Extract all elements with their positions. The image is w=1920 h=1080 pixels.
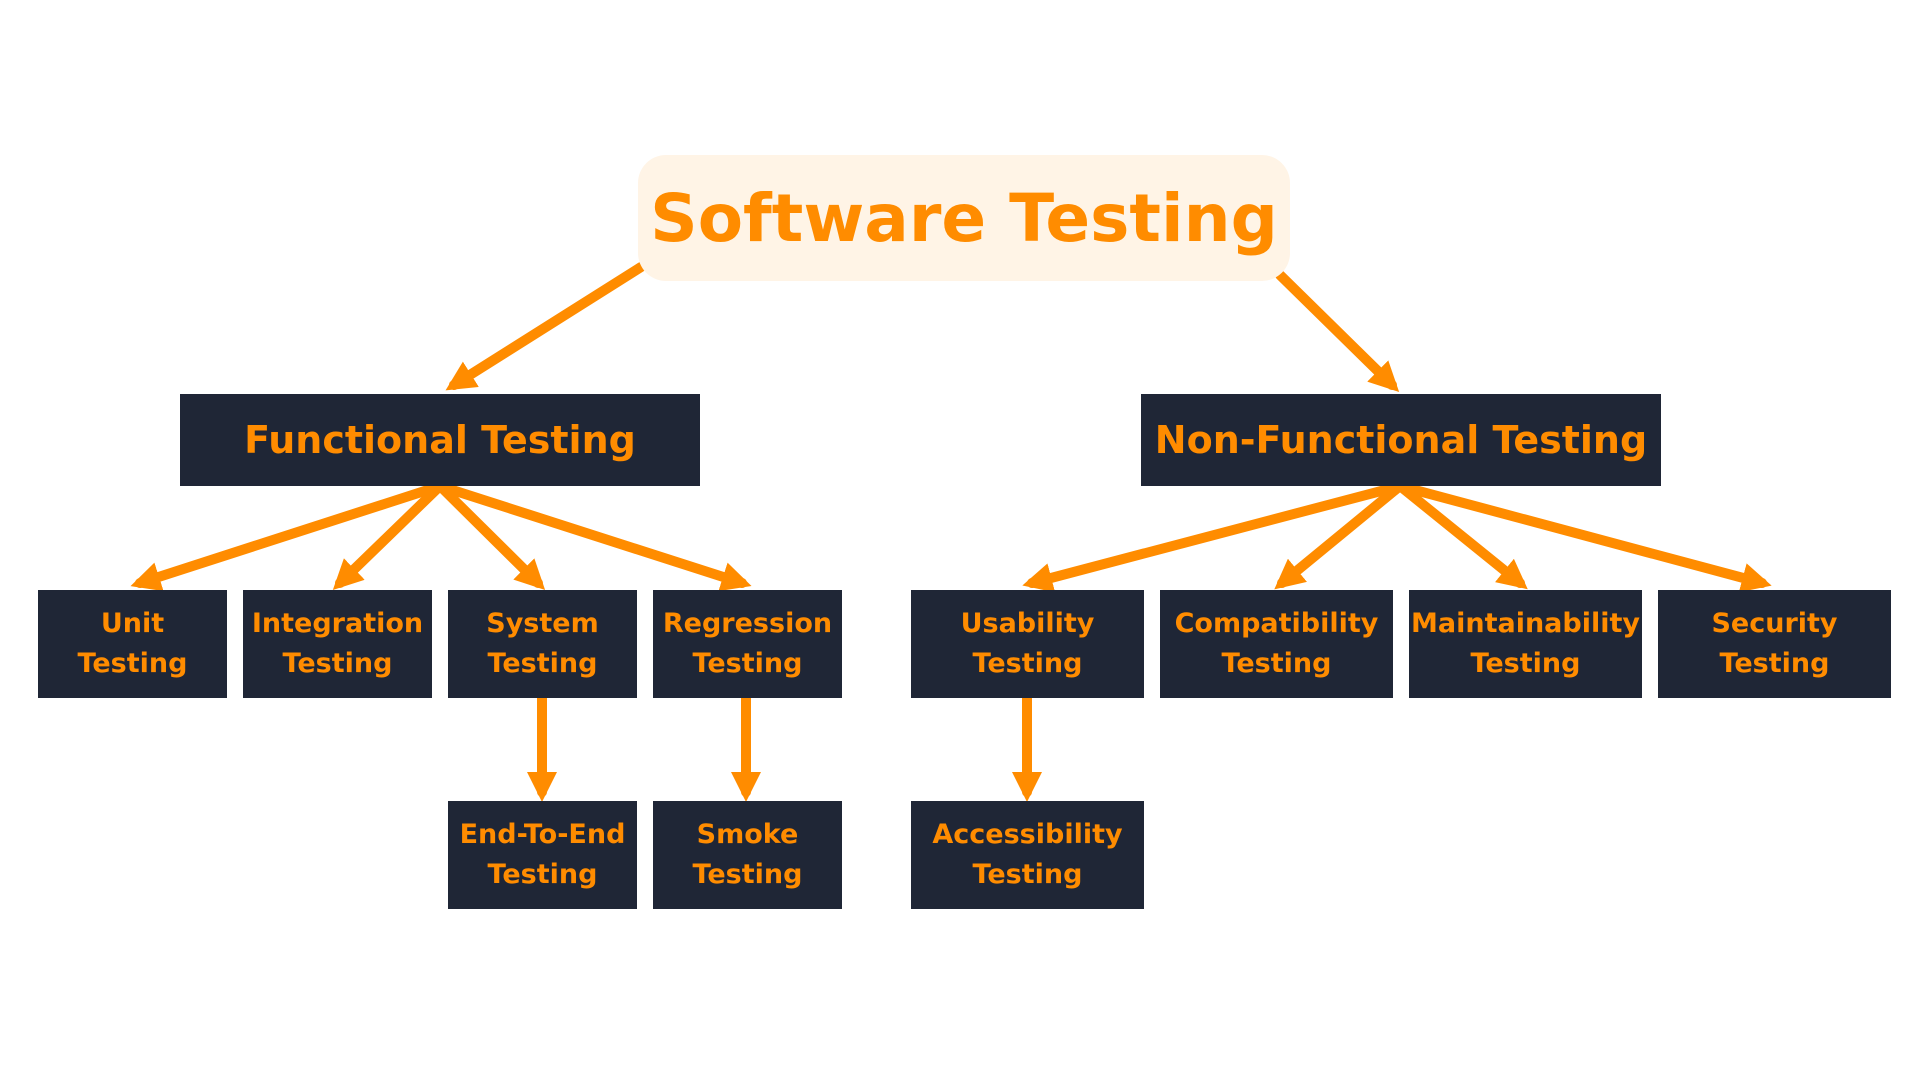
root-label: Software Testing xyxy=(650,179,1278,257)
node-accessibility-testing: Accessibility Testing xyxy=(911,801,1144,909)
arrow-functional-to-system xyxy=(435,481,546,591)
category-functional-testing: Functional Testing xyxy=(180,394,700,486)
category-label: Non-Functional Testing xyxy=(1154,418,1648,462)
arrow-root-to-non-functional xyxy=(1275,270,1400,393)
node-label-line1: Accessibility xyxy=(932,819,1123,851)
node-label-line1: Integration xyxy=(251,608,424,640)
node-maintainability-testing: Maintainability Testing xyxy=(1409,590,1642,698)
node-end-to-end-testing: End-To-End Testing xyxy=(448,801,637,909)
node-usability-testing: Usability Testing xyxy=(911,590,1144,698)
node-label-line1: End-To-End xyxy=(459,819,626,851)
node-security-testing: Security Testing xyxy=(1658,590,1891,698)
node-label-line2: Testing xyxy=(282,648,393,679)
arrow-root-to-functional xyxy=(445,262,646,391)
node-label-line1: System xyxy=(486,608,599,640)
node-system-testing: System Testing xyxy=(448,590,637,698)
node-smoke-testing: Smoke Testing xyxy=(653,801,842,909)
arrow-non-functional-to-maintainability xyxy=(1395,481,1528,590)
node-label-line2: Testing xyxy=(972,648,1083,679)
node-label-line2: Testing xyxy=(1221,648,1332,679)
node-label-line1: Regression xyxy=(662,608,833,640)
node-label-line1: Compatibility xyxy=(1174,608,1379,640)
node-unit-testing: Unit Testing xyxy=(38,590,227,698)
arrow-functional-to-unit xyxy=(130,481,445,592)
node-label-line1: Maintainability xyxy=(1411,608,1640,640)
arrow-non-functional-to-security xyxy=(1395,481,1772,593)
node-integration-testing: Integration Testing xyxy=(243,590,432,698)
node-label-line2: Testing xyxy=(1719,648,1830,679)
node-label-line1: Smoke xyxy=(696,819,799,851)
node-label-line2: Testing xyxy=(77,648,188,679)
arrow-functional-to-regression xyxy=(435,481,752,592)
node-label-line1: Security xyxy=(1711,608,1838,640)
arrow-functional-to-integration xyxy=(332,481,445,590)
node-regression-testing: Regression Testing xyxy=(653,590,842,698)
node-label-line2: Testing xyxy=(692,859,803,890)
arrow-non-functional-to-compatibility xyxy=(1274,481,1405,590)
node-label-line2: Testing xyxy=(972,859,1083,890)
root-node-software-testing: Software Testing xyxy=(638,155,1290,281)
arrow-non-functional-to-usability xyxy=(1022,481,1405,593)
node-compatibility-testing: Compatibility Testing xyxy=(1160,590,1393,698)
category-label: Functional Testing xyxy=(244,418,636,462)
node-label-line1: Unit xyxy=(100,608,165,640)
node-label-line2: Testing xyxy=(487,648,598,679)
category-non-functional-testing: Non-Functional Testing xyxy=(1141,394,1661,486)
node-label-line2: Testing xyxy=(692,648,803,679)
node-label-line2: Testing xyxy=(1470,648,1581,679)
node-label-line1: Usability xyxy=(960,608,1095,640)
node-label-line2: Testing xyxy=(487,859,598,890)
